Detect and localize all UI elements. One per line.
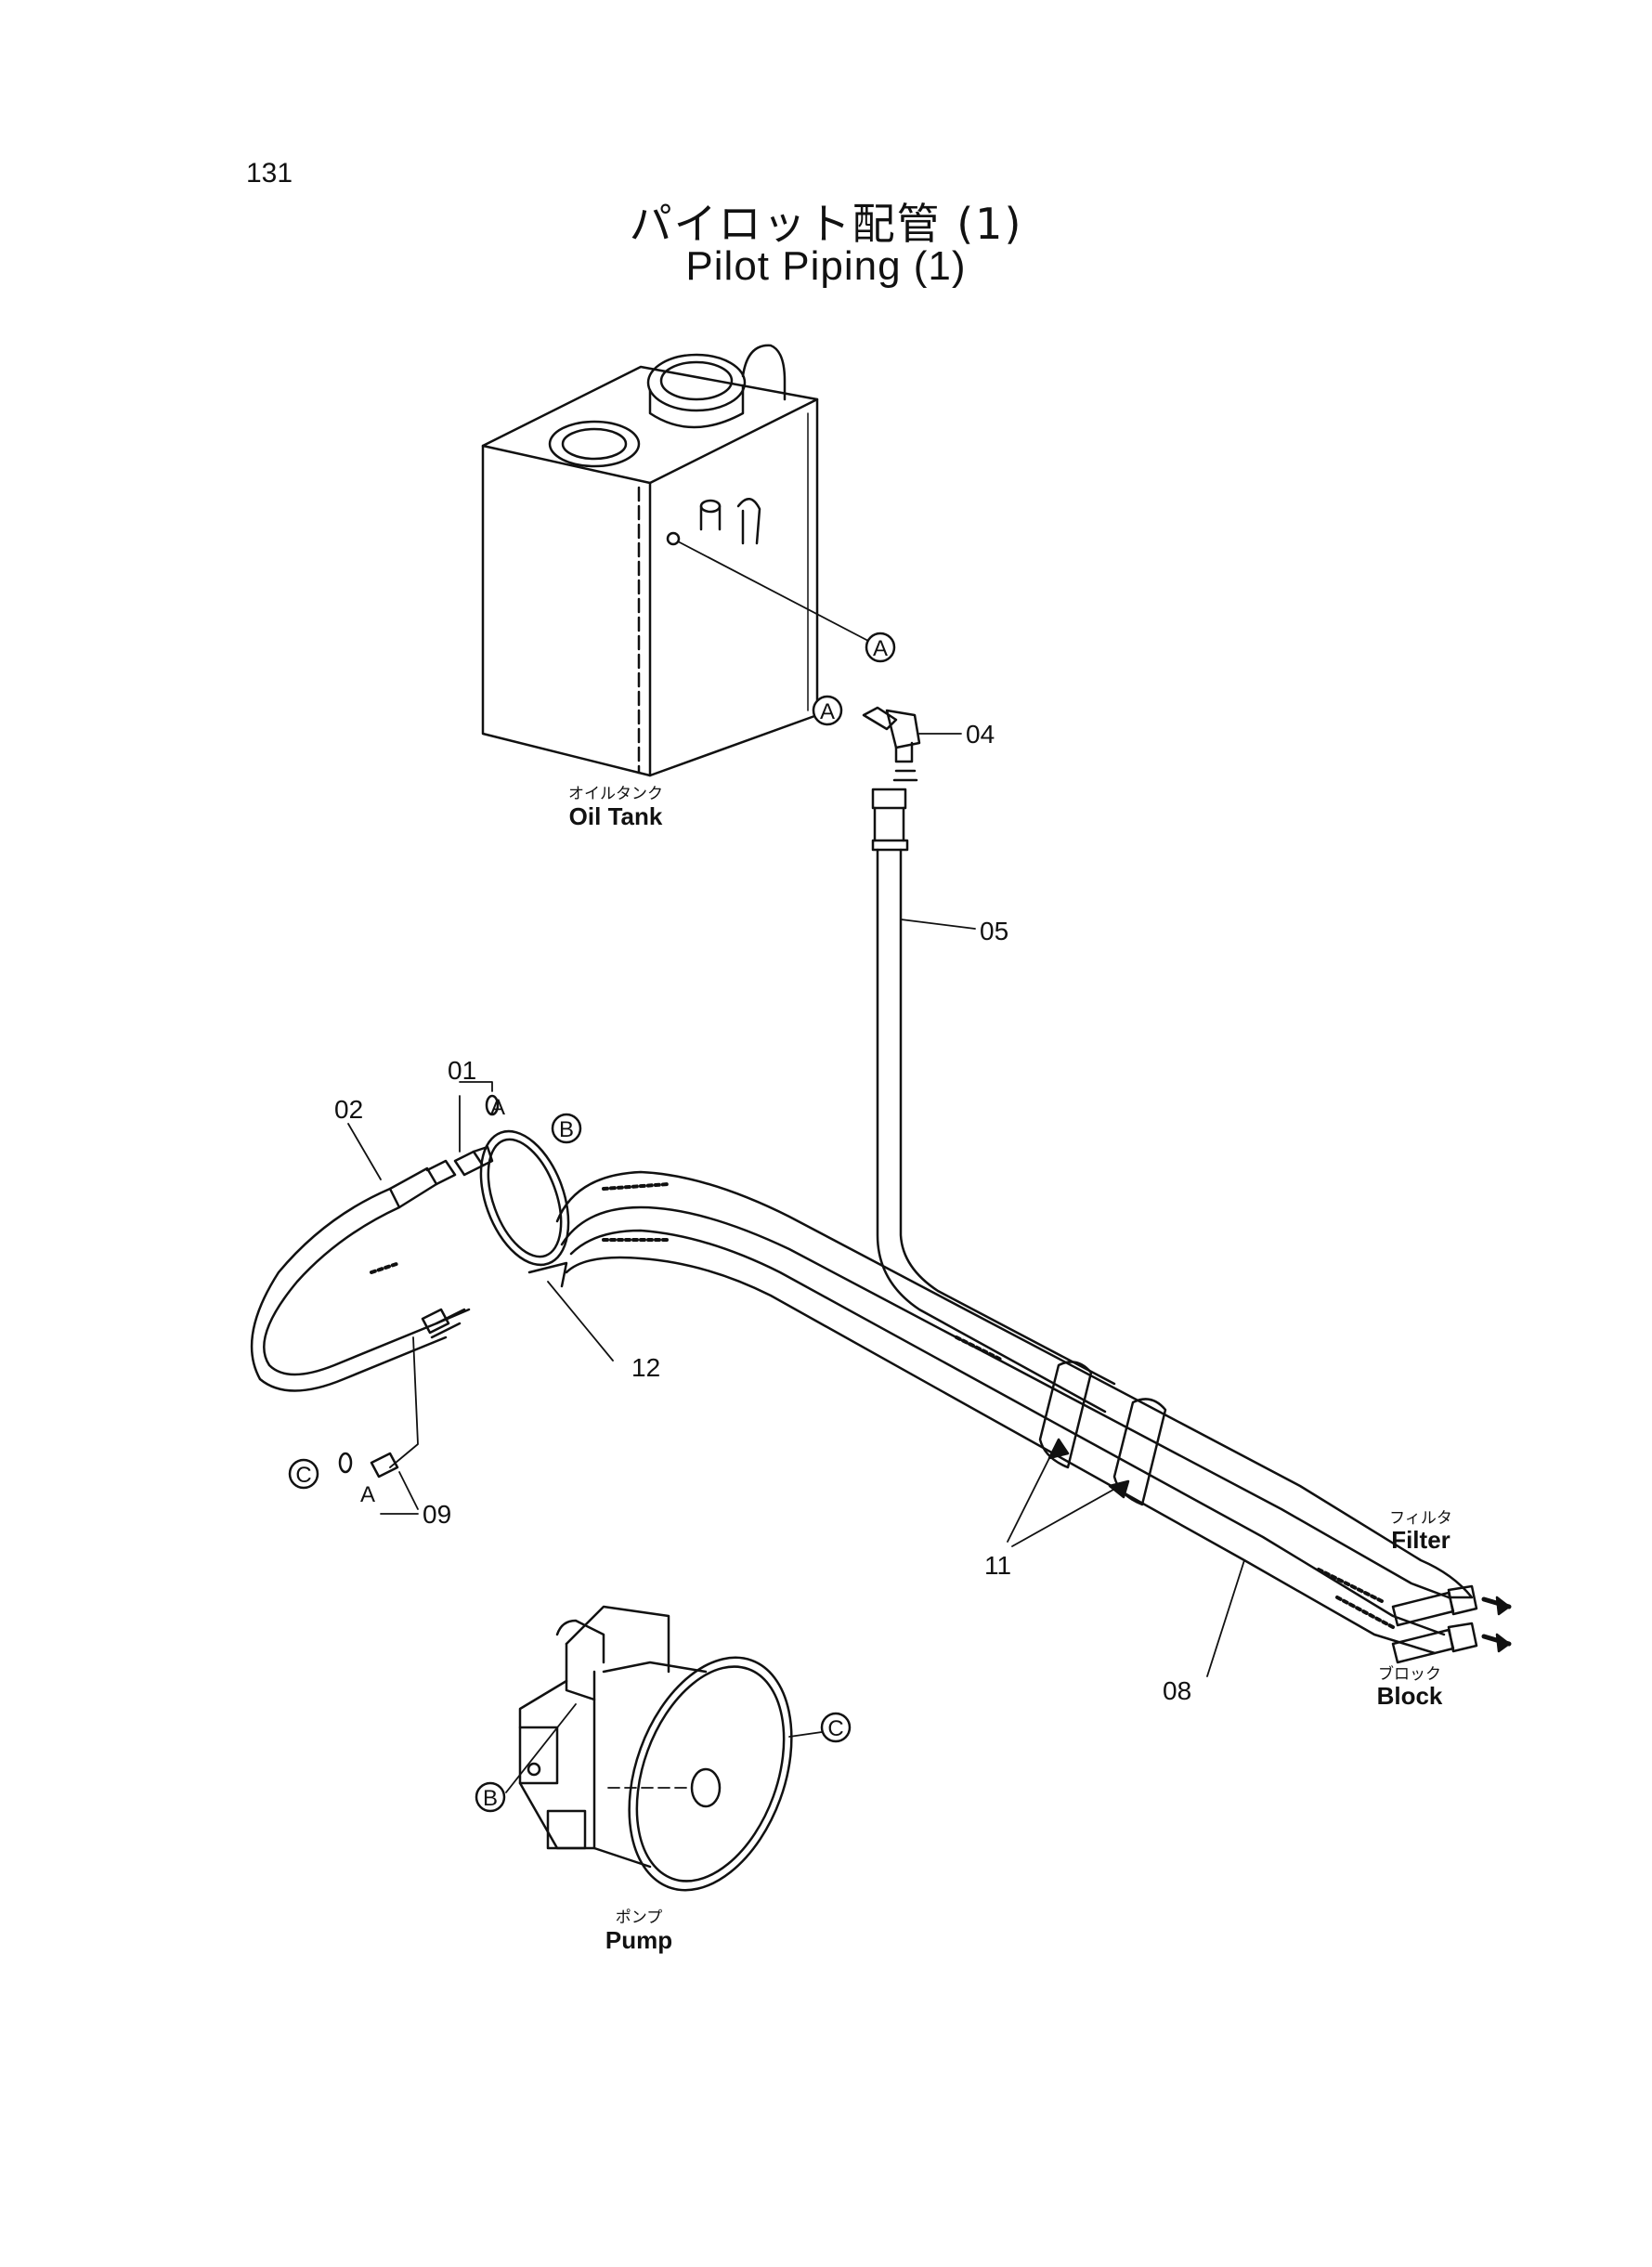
part-number-04: 04 [966,720,995,749]
marker-b-hose-label: B [559,1117,574,1142]
page-title-english: Pilot Piping (1) [685,243,967,289]
hose-02 [250,1123,471,1392]
marker-a-tank-label: A [873,636,888,661]
connection-marker-a-fitting: A [812,695,843,726]
adapter-09 [338,1308,466,1515]
filter-label-en: Filter [1391,1526,1450,1554]
part-number-02: 02 [334,1095,363,1124]
clamp-12 [479,1129,614,1362]
marker-c-pump-label: C [827,1716,843,1741]
oil-tank-illustration [481,344,869,777]
sub-label-a-top: A [490,1095,505,1120]
part-number-01: 01 [448,1056,476,1085]
connection-marker-c-pump: C [820,1712,852,1743]
part-number-12: 12 [631,1353,660,1382]
connection-marker-c-hose: C [288,1458,319,1490]
part-number-09: 09 [423,1500,451,1529]
marker-c-hose-label: C [295,1463,311,1488]
pump-label-jp: ポンプ [616,1909,663,1927]
part-number-08: 08 [1163,1676,1191,1705]
oil-tank-label-en: Oil Tank [569,802,663,830]
oil-tank-label-jp: オイルタンク [568,785,663,803]
elbow-fitting-04 [862,706,962,782]
sub-label-a-bottom: A [360,1482,375,1507]
marker-a-fitting-label: A [820,699,835,724]
part-number-11: 11 [984,1551,1011,1580]
pump-illustration [505,1605,823,1892]
connection-marker-b-hose: B [551,1113,582,1144]
part-number-05: 05 [980,917,1008,945]
page-number: 131 [246,158,293,189]
filter-block-fittings [1391,1584,1512,1664]
main-hose-bundle [555,1170,1474,1677]
connection-marker-b-pump: B [475,1781,506,1813]
connection-marker-a-tank: A [865,632,896,663]
marker-b-pump-label: B [483,1786,498,1811]
hose-05 [871,788,1116,1414]
adapter-01 [453,1081,500,1177]
filter-label-jp: フィルタ [1389,1509,1452,1528]
block-label-en: Block [1377,1682,1443,1710]
pump-label-en: Pump [605,1926,672,1954]
clamps-11 [1007,1361,1167,1547]
page-title-japanese: パイロット配管 (1) [629,199,1023,249]
block-label-jp: ブロック [1378,1664,1441,1684]
